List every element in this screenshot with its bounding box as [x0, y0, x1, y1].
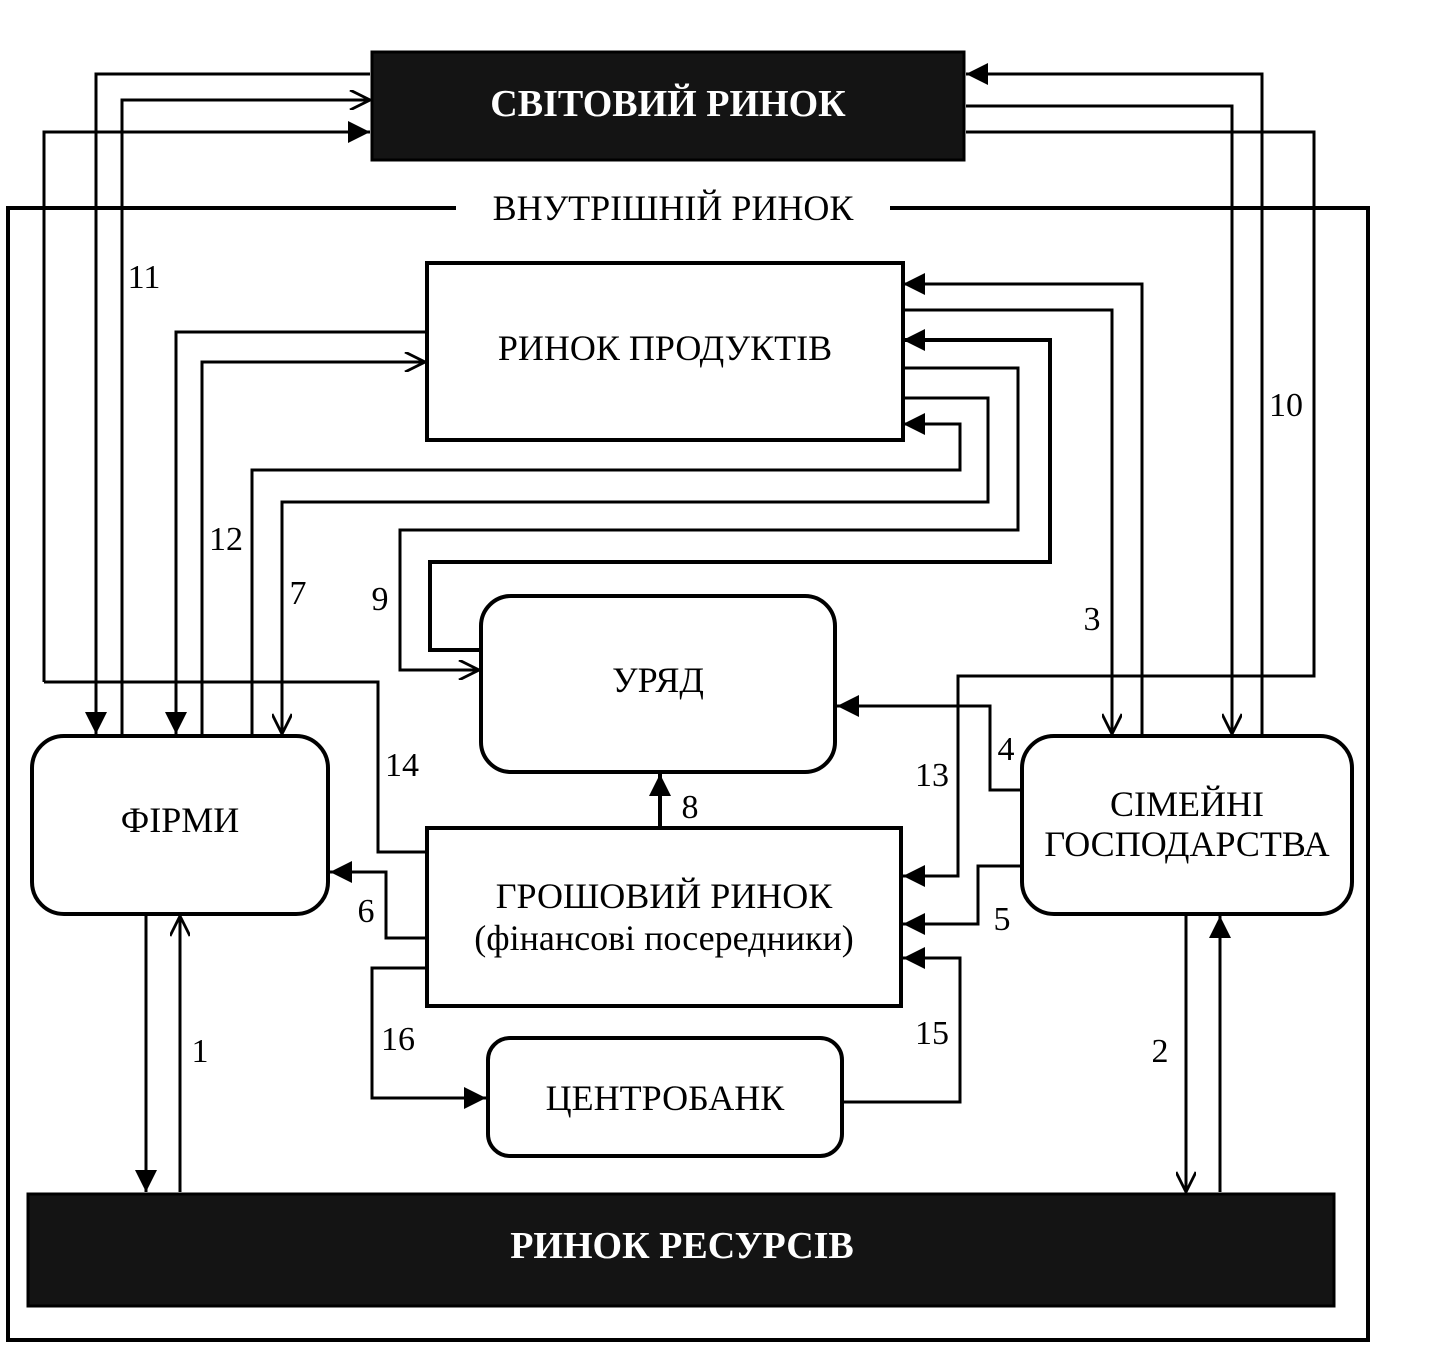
- money-market-box: ГРОШОВИЙ РИНОК (фінансові посередники): [425, 826, 903, 1008]
- flow-label-14: 14: [385, 747, 419, 784]
- flow-12: [165, 330, 427, 734]
- resource-market-box: РИНОК РЕСУРСІВ: [26, 1192, 1336, 1308]
- flow-label-2: 2: [1152, 1033, 1169, 1070]
- flow-16: [370, 966, 486, 1109]
- central-bank-label: ЦЕНТРОБАНК: [546, 1078, 786, 1118]
- domestic-market-label: ВНУТРІШНІЙ РИНОК: [493, 188, 855, 228]
- flow-6: [330, 861, 427, 940]
- households-label-line2: ГОСПОДАРСТВА: [1044, 824, 1329, 864]
- flow-label-12: 12: [209, 521, 243, 558]
- flow-label-1: 1: [192, 1033, 209, 1070]
- product-market-label: РИНОК ПРОДУКТІВ: [498, 328, 832, 368]
- flow-label-15: 15: [915, 1015, 949, 1052]
- flow-10: [903, 63, 1316, 887]
- government-box: УРЯД: [479, 594, 837, 774]
- flow-label-8: 8: [682, 789, 699, 826]
- central-bank-box: ЦЕНТРОБАНК: [486, 1036, 844, 1158]
- firms-label: ФІРМИ: [121, 800, 239, 840]
- firms-box: ФІРМИ: [30, 734, 330, 916]
- flow-3: [903, 273, 1144, 734]
- flow-15: [842, 947, 962, 1104]
- households-label-line1: СІМЕЙНІ: [1110, 784, 1264, 824]
- world-market-label: СВІТОВИЙ РИНОК: [490, 83, 846, 125]
- government-label: УРЯД: [612, 660, 704, 700]
- product-market-box: РИНОК ПРОДУКТІВ: [425, 261, 905, 442]
- flow-label-16: 16: [381, 1021, 415, 1058]
- domestic-market-frame: [6, 206, 1370, 1342]
- flow-label-10: 10: [1269, 387, 1303, 424]
- flow-5: [903, 864, 1022, 935]
- flow-label-7: 7: [290, 575, 307, 612]
- flow-number-labels: 1 2 3 4 5 6 7 8 9 10 11 12 13 14 15 16: [128, 259, 1303, 1070]
- world-market-box: СВІТОВИЙ РИНОК: [370, 50, 966, 162]
- flow-1: [135, 914, 180, 1192]
- flow-label-9: 9: [372, 581, 389, 618]
- flow-label-4: 4: [998, 731, 1015, 768]
- money-market-label-line2: (фінансові посередники): [474, 918, 853, 958]
- flow-4: [837, 695, 1022, 792]
- flow-2: [1186, 914, 1231, 1192]
- flow-9: [398, 329, 1052, 670]
- resource-market-label: РИНОК РЕСУРСІВ: [510, 1225, 854, 1267]
- flow-label-5: 5: [994, 901, 1011, 938]
- flow-11: [42, 72, 370, 734]
- flow-label-11: 11: [128, 259, 161, 296]
- flow-label-6: 6: [358, 893, 375, 930]
- households-box: СІМЕЙНІ ГОСПОДАРСТВА: [1020, 734, 1354, 916]
- money-market-label-line1: ГРОШОВИЙ РИНОК: [496, 876, 834, 916]
- flow-14: [44, 680, 427, 854]
- flow-7: [250, 396, 990, 734]
- flow-label-13: 13: [915, 757, 949, 794]
- flow-label-3: 3: [1084, 601, 1101, 638]
